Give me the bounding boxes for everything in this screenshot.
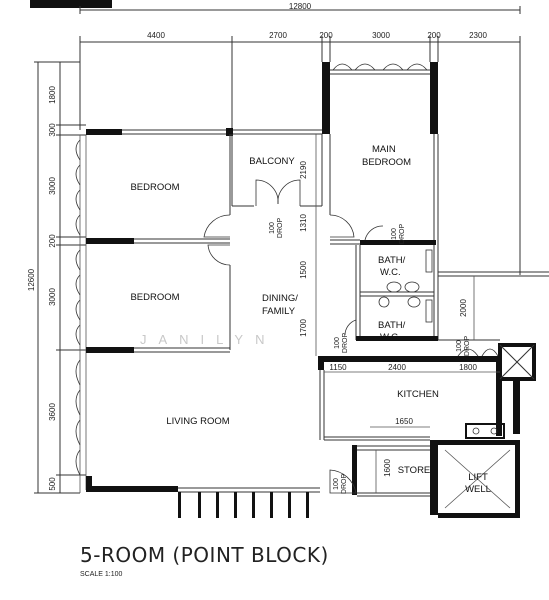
svg-text:DROP: DROP	[277, 218, 284, 239]
svg-text:100: 100	[269, 222, 276, 234]
bedroom-1-label: BEDROOM	[130, 182, 179, 193]
watermark: JANILYN	[140, 332, 277, 347]
kitchen-label: KITCHEN	[397, 389, 439, 400]
drop-label-bath2: 100 DROP	[334, 333, 349, 354]
main-bedroom-label-1: MAIN	[372, 144, 396, 155]
scale-label: SCALE 1:100	[80, 571, 123, 578]
balcony-label: BALCONY	[249, 156, 295, 167]
svg-text:DROP: DROP	[399, 224, 406, 245]
interior-dimension-lines	[315, 134, 500, 493]
lift-well-hatch	[444, 449, 511, 509]
dim-left-1800: 1800	[48, 86, 57, 104]
bath-fixtures	[378, 249, 433, 323]
left-dimensions: 12600 1800 300 3000 200 3000 3600 500	[27, 61, 86, 494]
dim-2190: 2190	[299, 161, 308, 179]
dim-top-200b: 200	[427, 31, 441, 40]
dim-1150: 1150	[329, 363, 347, 372]
drop-label-bath1: 100 DROP	[391, 224, 406, 245]
dim-left-500: 500	[48, 477, 57, 491]
living-room-label: LIVING ROOM	[166, 416, 229, 427]
dim-2000: 2000	[459, 299, 468, 317]
dim-left-200: 200	[48, 234, 57, 248]
drop-label-entrance: 100 DROP	[333, 474, 348, 495]
svg-text:100: 100	[333, 478, 340, 490]
bath-1-label-1: BATH/	[378, 255, 406, 266]
lift-well-label-1: LIFT	[468, 472, 488, 483]
drop-label-service: 100 DROP	[456, 336, 471, 357]
corner-mark	[30, 0, 112, 8]
dim-left-300: 300	[48, 123, 57, 137]
top-dimensions: 12800 4400 2700 200 3000 200 2300	[79, 2, 521, 275]
svg-text:DROP: DROP	[342, 333, 349, 354]
bath-2-label-1: BATH/	[378, 320, 406, 331]
dim-total-height: 12600	[27, 268, 36, 291]
dim-1800: 1800	[459, 363, 477, 372]
bedroom-2-label: BEDROOM	[130, 292, 179, 303]
svg-text:DROP: DROP	[341, 474, 348, 495]
kitchen-fixtures	[465, 423, 505, 439]
dim-top-3000: 3000	[372, 31, 390, 40]
left-bay-windows	[75, 135, 87, 493]
bath-1-label-2: W.C.	[380, 267, 401, 278]
dim-left-3600: 3600	[48, 403, 57, 421]
walls	[86, 62, 549, 518]
lift-well-label-2: WELL	[465, 484, 491, 495]
dim-top-200a: 200	[319, 31, 333, 40]
svg-text:100: 100	[456, 340, 463, 352]
drop-label-balcony: 100 DROP	[269, 218, 284, 239]
dim-top-4400: 4400	[147, 31, 165, 40]
main-bedroom-label-2: BEDROOM	[362, 157, 411, 168]
doors	[203, 179, 499, 494]
dim-top-2300: 2300	[469, 31, 487, 40]
dim-1500: 1500	[299, 261, 308, 279]
dining-label-2: FAMILY	[262, 306, 296, 317]
dim-top-2700: 2700	[269, 31, 287, 40]
svg-text:100: 100	[334, 337, 341, 349]
dim-left-3000b: 3000	[48, 288, 57, 306]
living-room-window	[178, 492, 309, 518]
svg-text:DROP: DROP	[464, 336, 471, 357]
main-bedroom-windows	[332, 63, 428, 71]
dim-2400: 2400	[388, 363, 406, 372]
bath-2-label-2: W.C.	[380, 332, 401, 343]
svg-text:100: 100	[391, 228, 398, 240]
dim-1650: 1650	[395, 417, 413, 426]
plan-title: 5-ROOM (POINT BLOCK)	[80, 543, 329, 567]
dim-total-width: 12800	[289, 2, 312, 11]
dim-1310: 1310	[299, 214, 308, 232]
dim-1600: 1600	[383, 459, 392, 477]
store-label: STORE	[398, 465, 431, 476]
dining-label-1: DINING/	[262, 293, 298, 304]
dim-1700: 1700	[299, 319, 308, 337]
dim-left-3000a: 3000	[48, 177, 57, 195]
